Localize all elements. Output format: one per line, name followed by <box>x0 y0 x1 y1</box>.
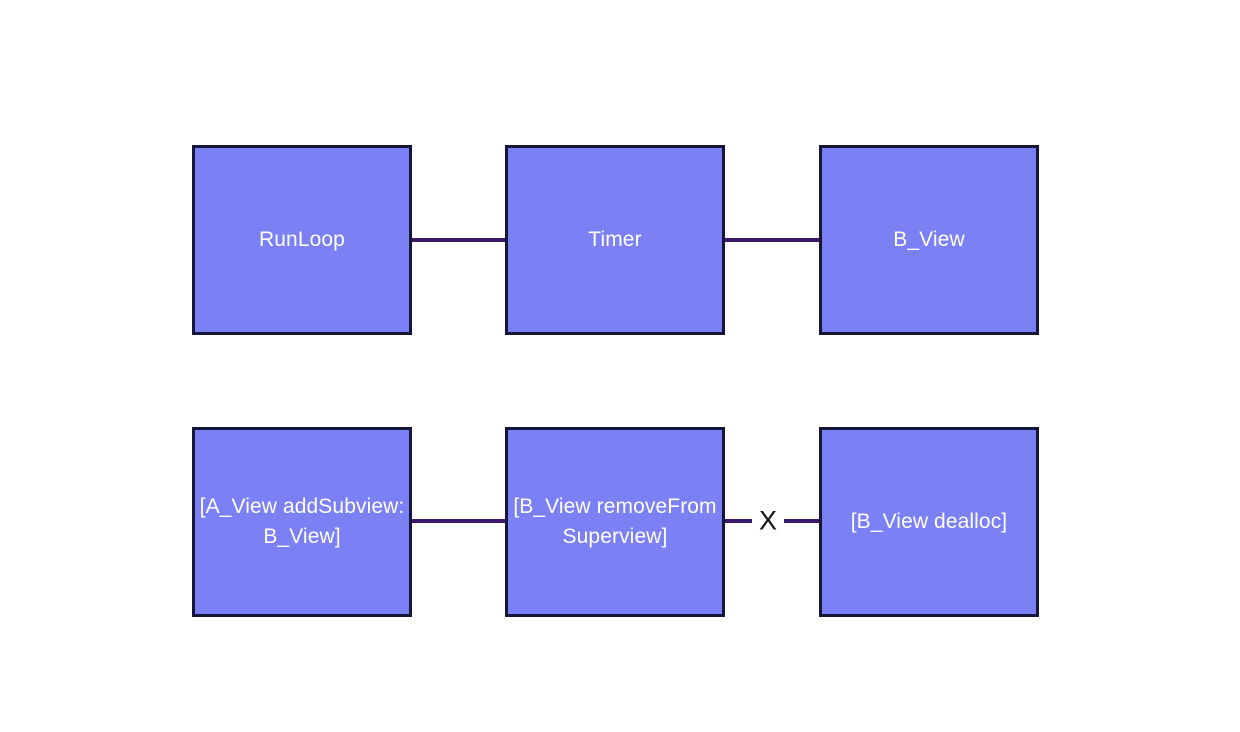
break-mark-dealloc-blocked: X <box>751 507 785 535</box>
node-label-b-view: B_View <box>893 228 965 251</box>
node-label-runloop: RunLoop <box>259 228 345 251</box>
node-label-timer: Timer <box>588 228 642 251</box>
node-runloop[interactable]: RunLoop <box>192 145 412 335</box>
connector-add-to-remove <box>411 519 506 523</box>
connector-runloop-to-timer <box>411 238 506 242</box>
node-b-view[interactable]: B_View <box>819 145 1039 335</box>
node-remove-from-superview[interactable]: [B_View removeFromSuperview] <box>505 427 725 617</box>
connector-timer-to-b-view <box>725 238 820 242</box>
node-b-view-dealloc[interactable]: [B_View dealloc] <box>819 427 1039 617</box>
node-label-remove-from-superview: [B_View removeFromSuperview] <box>513 495 717 548</box>
node-label-add-subview: [A_View addSubview: B_View] <box>199 495 405 548</box>
node-timer[interactable]: Timer <box>505 145 725 335</box>
node-label-b-view-dealloc: [B_View dealloc] <box>850 510 1008 533</box>
node-add-subview[interactable]: [A_View addSubview: B_View] <box>192 427 412 617</box>
